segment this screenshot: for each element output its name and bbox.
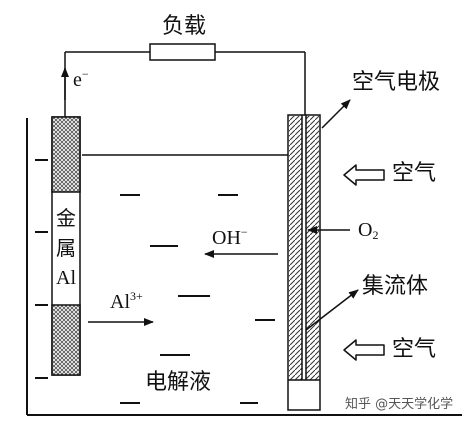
load-resistor — [149, 43, 216, 61]
electron-label: e− — [73, 68, 89, 90]
hydroxide-label: OH− — [212, 226, 248, 248]
anode-char-al: Al — [56, 267, 76, 289]
air-inflow-arrow-top — [343, 164, 385, 186]
aluminum-ion-symbol: Al — [110, 291, 130, 313]
electrolyte-label: 电解液 — [145, 370, 212, 395]
electrolyte-dashes — [35, 159, 275, 404]
electron-charge: − — [81, 67, 89, 81]
oxygen-symbol: O — [358, 219, 373, 241]
aluminum-ion-charge: 3+ — [130, 289, 143, 303]
air-label-bottom: 空气 — [392, 337, 437, 362]
anode-char-belong: 属 — [56, 236, 76, 260]
aluminum-anode — [51, 116, 81, 376]
load-label: 负载 — [162, 14, 207, 39]
external-circuit — [64, 51, 306, 117]
air-label-top: 空气 — [392, 161, 437, 186]
electron-symbol: e — [73, 69, 82, 91]
anode-char-metal: 金 — [56, 206, 76, 230]
current-collector-label: 集流体 — [362, 274, 429, 299]
current-collector-leader — [305, 289, 359, 331]
oxygen-subscript: 2 — [372, 228, 379, 242]
hydroxide-symbol: OH — [212, 227, 241, 249]
oxygen-label: O2 — [358, 220, 378, 241]
air-cathode — [287, 114, 321, 411]
air-inflow-arrow-bottom — [343, 339, 385, 361]
watermark: 知乎 @天天学化学 — [345, 397, 454, 412]
electrolyte-container — [26, 118, 462, 416]
air-electrode-label: 空气电极 — [352, 70, 441, 95]
hydroxide-charge: − — [240, 225, 248, 239]
aluminum-ion-label: Al3+ — [110, 290, 143, 312]
air-electrode-leader — [321, 99, 351, 129]
